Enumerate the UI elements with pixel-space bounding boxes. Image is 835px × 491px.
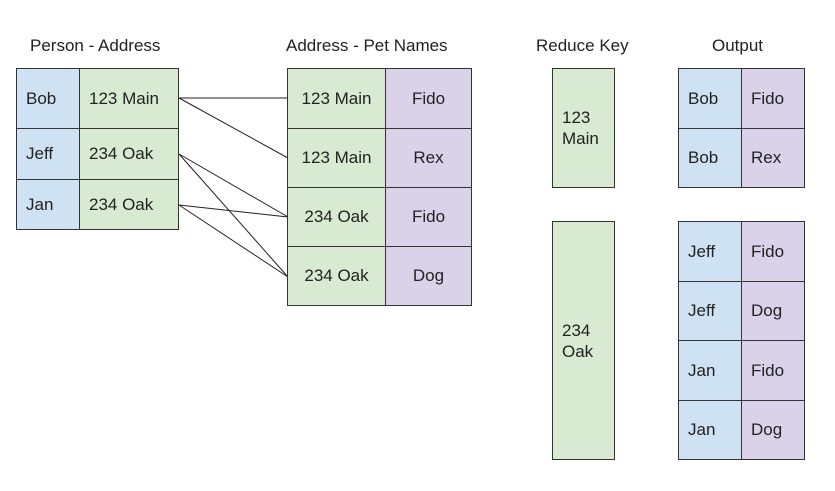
- output-pet-cell: Fido: [741, 68, 805, 129]
- link-bob-main-rex: [178, 97, 289, 159]
- output-person-cell: Jan: [678, 400, 742, 460]
- person-cell: Jan: [16, 179, 80, 230]
- reduce-key-line: Oak: [562, 342, 594, 361]
- link-jan-oak-dog: [178, 204, 289, 278]
- address-pets-title: Address - Pet Names: [286, 36, 448, 55]
- pet-cell: Fido: [385, 68, 472, 129]
- address-cell: 234 Oak: [79, 128, 179, 180]
- address-cell: 234 Oak: [79, 179, 179, 230]
- pet-cell: Fido: [385, 187, 472, 247]
- output-person-cell: Jan: [678, 340, 742, 401]
- pet-cell: Dog: [385, 246, 472, 306]
- person-address-title: Person - Address: [30, 36, 161, 55]
- address-cell: 123 Main: [79, 68, 179, 129]
- reduce-key-title: Reduce Key: [536, 36, 629, 55]
- output-pet-cell: Dog: [741, 281, 805, 341]
- address-cell: 123 Main: [287, 128, 386, 188]
- address-cell: 234 Oak: [287, 187, 386, 247]
- person-cell: Bob: [16, 68, 80, 129]
- reduce-key-line: 123: [562, 108, 591, 127]
- output-title: Output: [712, 36, 764, 55]
- reduce-key-oak: 234 Oak: [552, 221, 615, 460]
- link-jeff-oak-dog: [178, 153, 289, 278]
- person-cell: Jeff: [16, 128, 80, 180]
- output-person-cell: Bob: [678, 128, 742, 188]
- address-cell: 123 Main: [287, 68, 386, 129]
- output-pet-cell: Fido: [741, 221, 805, 282]
- reduce-key-line: Main: [562, 129, 599, 148]
- link-jan-oak-fido: [178, 204, 289, 218]
- output-pet-cell: Dog: [741, 400, 805, 460]
- address-cell: 234 Oak: [287, 246, 386, 306]
- output-person-cell: Bob: [678, 68, 742, 129]
- pet-cell: Rex: [385, 128, 472, 188]
- reduce-key-line: 234: [562, 321, 591, 340]
- link-jeff-oak-fido: [178, 153, 289, 218]
- output-person-cell: Jeff: [678, 221, 742, 282]
- output-pet-cell: Fido: [741, 340, 805, 401]
- output-pet-cell: Rex: [741, 128, 805, 188]
- reduce-key-main: 123 Main: [552, 68, 615, 188]
- output-person-cell: Jeff: [678, 281, 742, 341]
